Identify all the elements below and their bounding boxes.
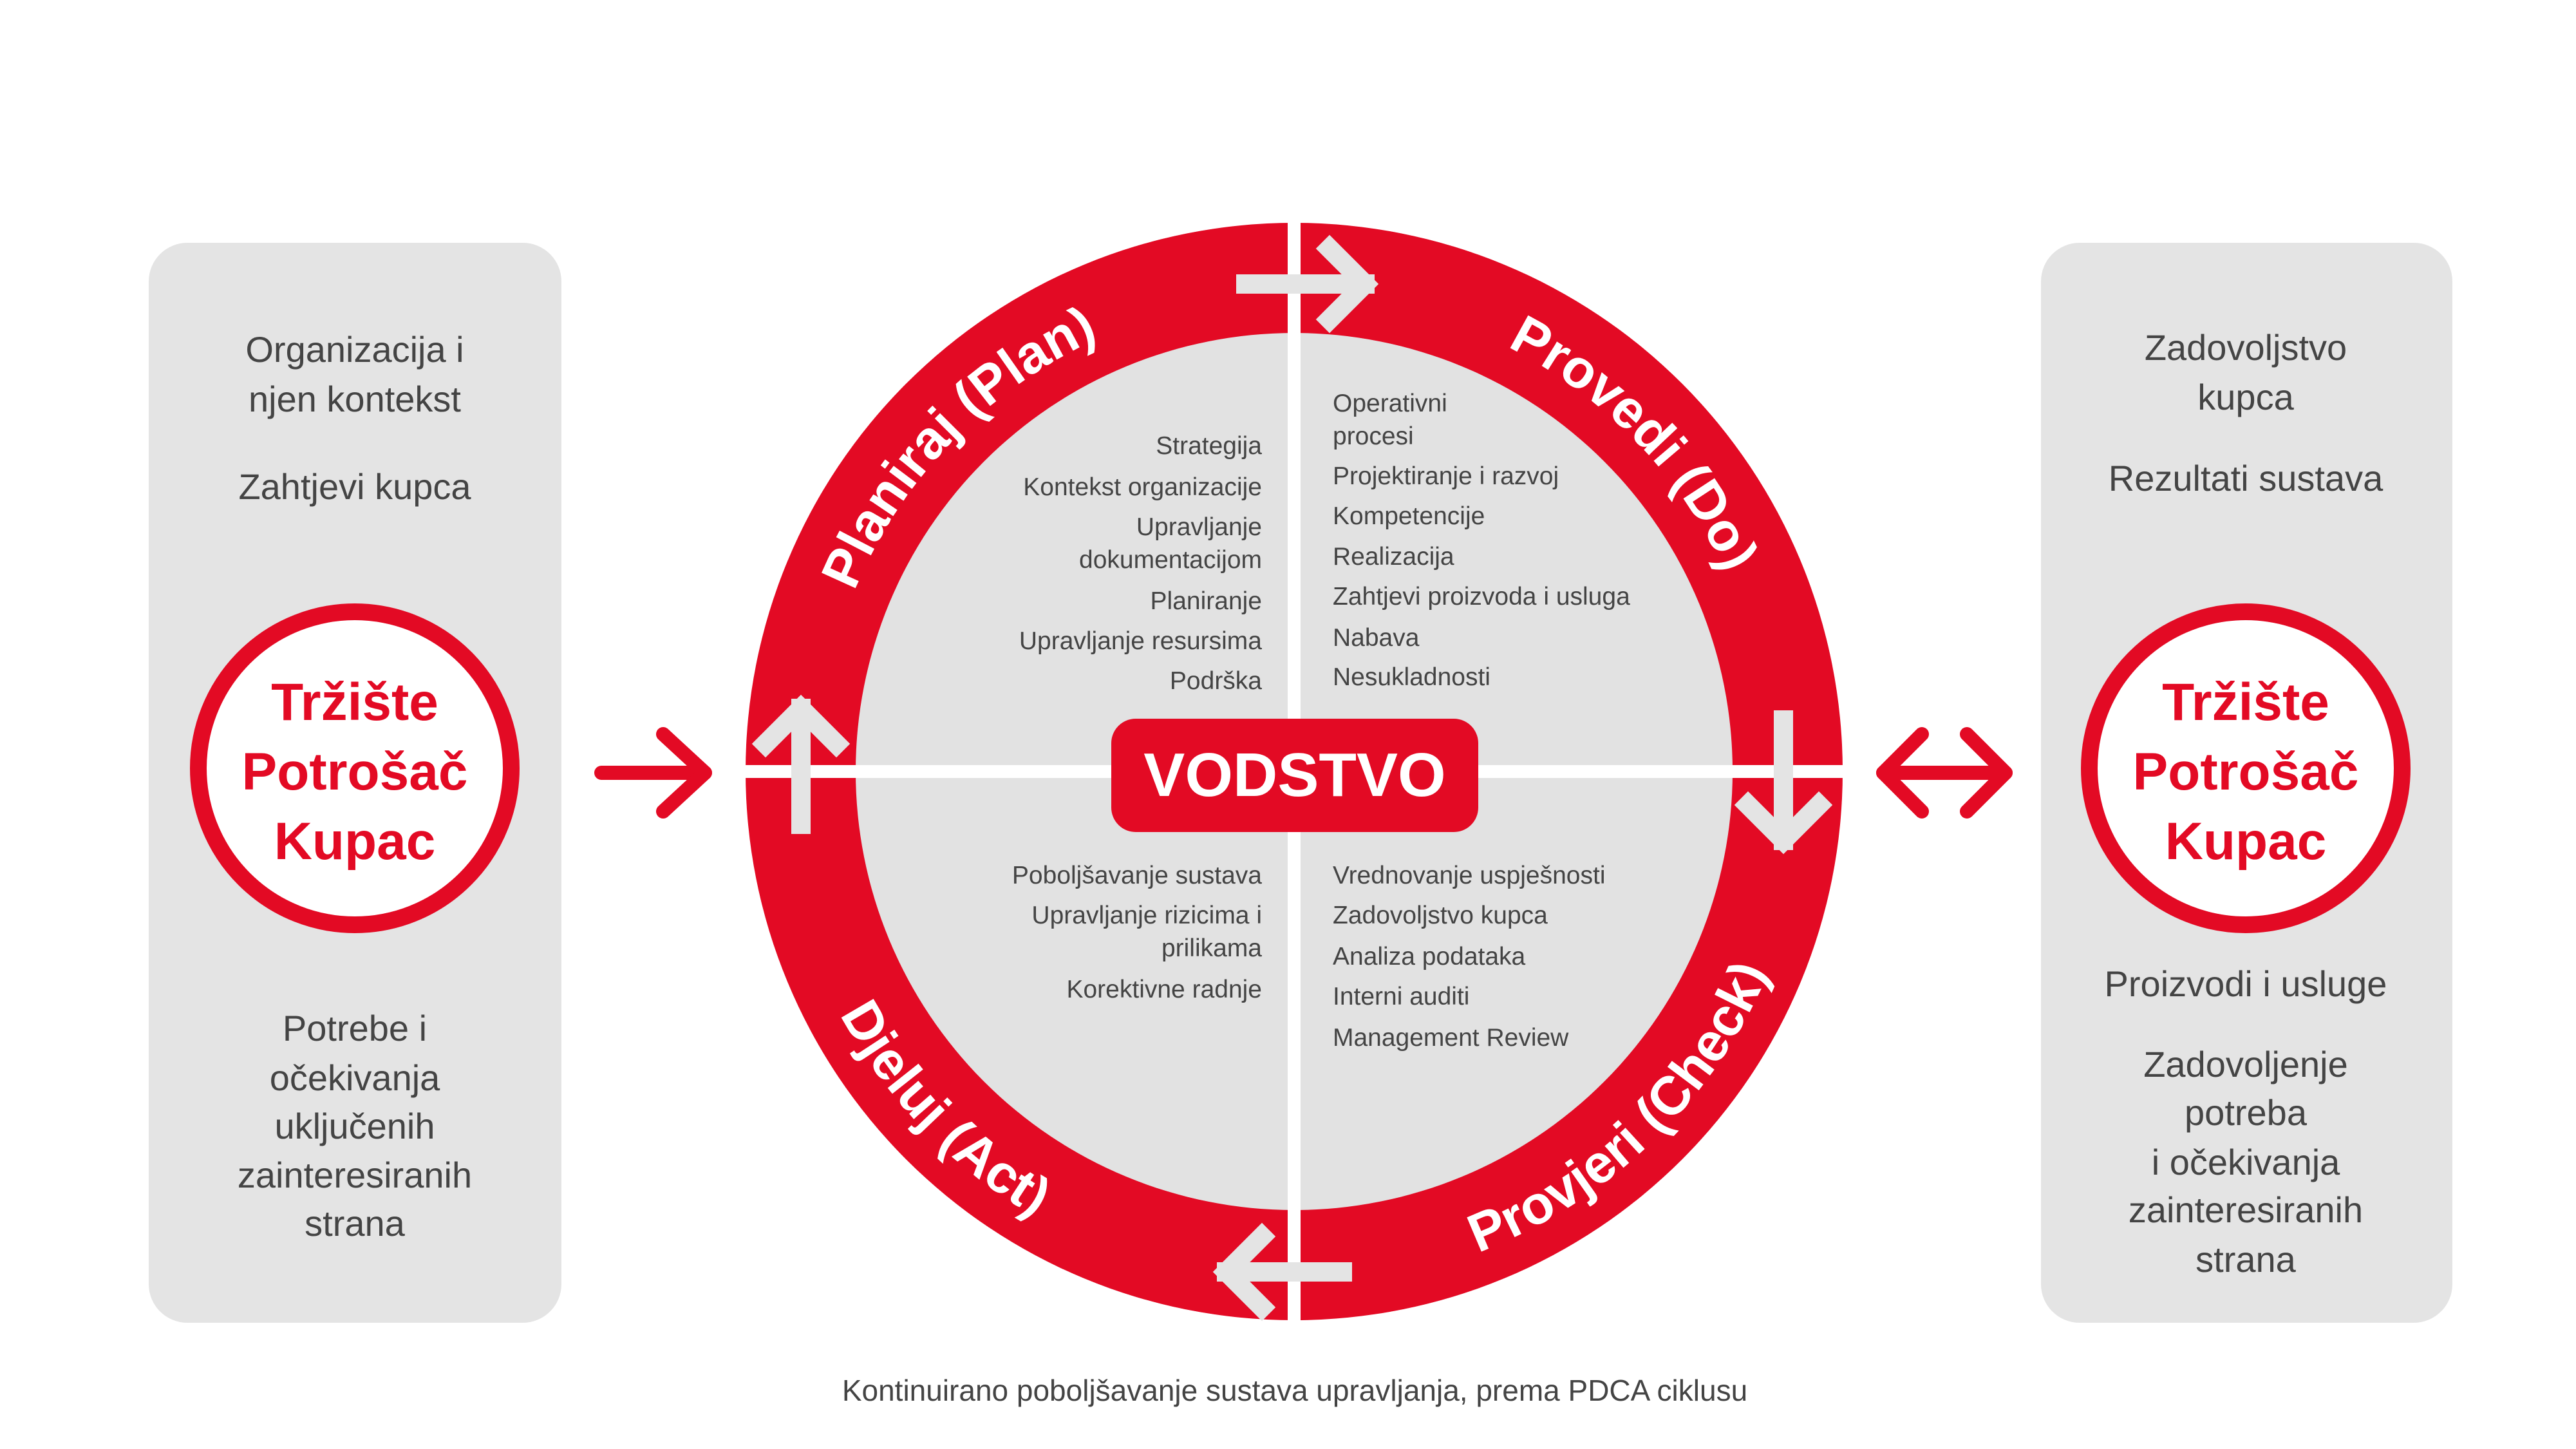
list-item: Operativni bbox=[1333, 390, 1447, 417]
left-panel: Organizacija i njen kontekst Zahtjevi ku… bbox=[149, 243, 561, 1323]
market-label: Kupac bbox=[274, 812, 436, 871]
left-text: Zahtjevi kupca bbox=[238, 466, 471, 507]
list-item: Planiranje bbox=[1151, 587, 1262, 615]
list-item: Zahtjevi proizvoda i usluga bbox=[1333, 583, 1630, 611]
right-panel: Zadovoljstvo kupca Rezultati sustava Trž… bbox=[2041, 243, 2452, 1323]
left-text: očekivanja bbox=[270, 1057, 440, 1098]
list-item: Realizacija bbox=[1333, 543, 1454, 571]
left-text: Organizacija i bbox=[245, 329, 464, 370]
list-item: prilikama bbox=[1161, 934, 1262, 962]
arrow-right-icon bbox=[1236, 234, 1379, 334]
left-text: njen kontekst bbox=[249, 379, 461, 419]
left-text: strana bbox=[305, 1203, 405, 1244]
caption: Kontinuirano poboljšavanje sustava uprav… bbox=[842, 1374, 1747, 1407]
market-label: Potrošač bbox=[2133, 743, 2359, 801]
list-item: Vrednovanje uspješnosti bbox=[1333, 862, 1606, 889]
leadership-badge: VODSTVO bbox=[1111, 719, 1478, 832]
plan-items: Strategija Kontekst organizacije Upravlj… bbox=[1019, 432, 1262, 695]
arrow-down-icon bbox=[1734, 710, 1833, 855]
pdca-cycle: Planiraj (Plan) Provedi (Do) Provjeri (C… bbox=[742, 219, 1847, 1324]
arrow-left-icon bbox=[1212, 1222, 1352, 1321]
act-items: Poboljšavanje sustava Upravljanje rizici… bbox=[1012, 862, 1262, 1003]
list-item: Upravljanje resursima bbox=[1019, 627, 1262, 655]
list-item: Management Review bbox=[1333, 1024, 1569, 1052]
list-item: Korektivne radnje bbox=[1066, 976, 1262, 1003]
list-item: Nabava bbox=[1333, 624, 1420, 652]
right-text: i očekivanja bbox=[2152, 1142, 2340, 1182]
list-item: Nesukladnosti bbox=[1333, 663, 1490, 691]
right-text: potreba bbox=[2185, 1092, 2308, 1133]
market-label: Kupac bbox=[2165, 812, 2327, 871]
check-items: Vrednovanje uspješnosti Zadovoljstvo kup… bbox=[1333, 862, 1606, 1052]
list-item: Analiza podataka bbox=[1333, 943, 1526, 971]
right-text: Zadovoljstvo bbox=[2145, 327, 2347, 368]
list-item: Podrška bbox=[1170, 667, 1262, 695]
list-item: Upravljanje rizicima i bbox=[1031, 902, 1262, 929]
input-arrow-icon bbox=[594, 727, 712, 819]
right-text: strana bbox=[2195, 1239, 2296, 1280]
list-item: Kompetencije bbox=[1333, 502, 1485, 530]
list-item: Interni auditi bbox=[1333, 983, 1469, 1010]
market-circle bbox=[2081, 603, 2411, 933]
right-text: zainteresiranih bbox=[2129, 1189, 2363, 1230]
left-text: uključenih bbox=[274, 1106, 435, 1146]
list-item: Strategija bbox=[1156, 432, 1262, 460]
list-item: procesi bbox=[1333, 422, 1414, 450]
right-text: Zadovoljenje bbox=[2143, 1044, 2348, 1084]
market-label: Tržište bbox=[2162, 673, 2329, 732]
left-text: zainteresiranih bbox=[238, 1155, 472, 1195]
leadership-label: VODSTVO bbox=[1143, 741, 1445, 810]
bidirectional-arrow-icon bbox=[1876, 727, 2013, 819]
list-item: Upravljanje bbox=[1136, 513, 1262, 541]
do-items: Operativni procesi Projektiranje i razvo… bbox=[1333, 390, 1630, 691]
list-item: Poboljšavanje sustava bbox=[1012, 862, 1262, 889]
right-text: Proizvodi i usluge bbox=[2105, 963, 2387, 1004]
market-label: Potrošač bbox=[242, 743, 468, 801]
list-item: Zadovoljstvo kupca bbox=[1333, 902, 1548, 929]
market-label: Tržište bbox=[271, 673, 438, 732]
right-text: Rezultati sustava bbox=[2109, 458, 2383, 498]
list-item: dokumentacijom bbox=[1079, 546, 1262, 574]
left-text: Potrebe i bbox=[283, 1008, 427, 1048]
list-item: Projektiranje i razvoj bbox=[1333, 462, 1559, 490]
right-text: kupca bbox=[2197, 377, 2294, 417]
arrow-up-icon bbox=[751, 694, 851, 834]
market-circle bbox=[190, 603, 520, 933]
list-item: Kontekst organizacije bbox=[1023, 473, 1262, 501]
